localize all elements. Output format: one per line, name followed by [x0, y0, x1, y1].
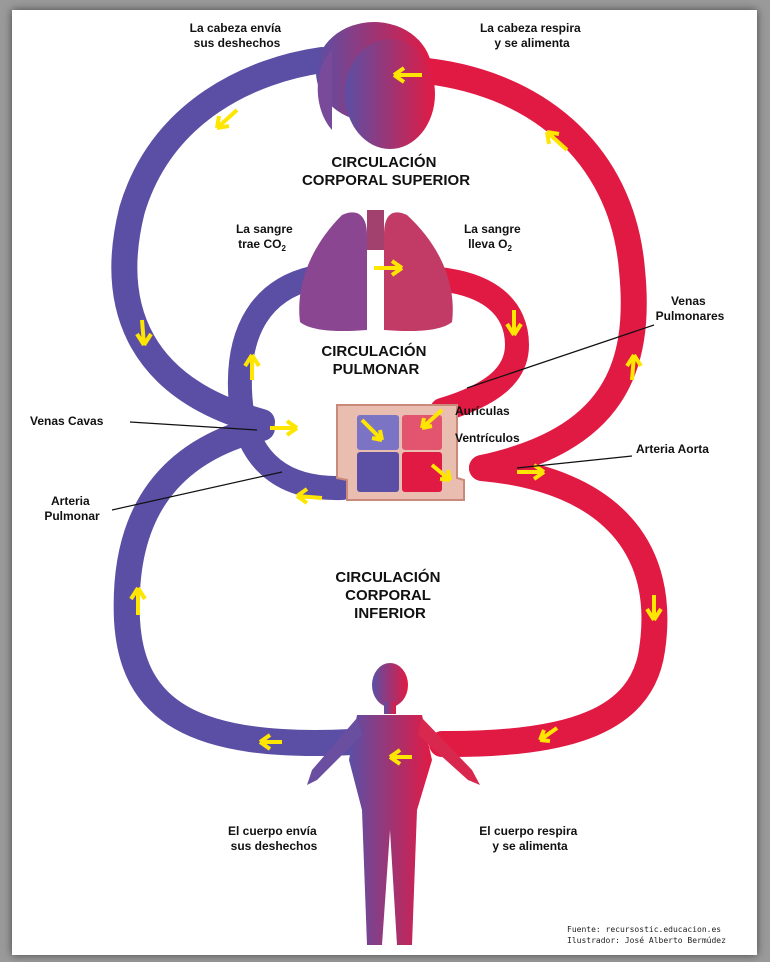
upper-circulation-title: CIRCULACIÓN CORPORAL SUPERIOR	[302, 153, 470, 189]
arrow-upper-left	[217, 110, 237, 128]
credits: Fuente: recursostic.educacion.es Ilustra…	[567, 925, 726, 945]
blood-carries-o2-label: La sangre lleva O2	[464, 222, 524, 253]
body-figure	[307, 663, 480, 945]
heart	[337, 405, 464, 500]
aorta-label: Arteria Aorta	[636, 442, 709, 456]
upper-venous-vessel	[124, 60, 322, 422]
head-figure	[316, 22, 435, 149]
left-ventricle	[402, 452, 442, 492]
body-sends-label: El cuerpo envía sus deshechos	[228, 824, 320, 853]
pulmonary-circulation-title: CIRCULACIÓN PULMONAR	[321, 342, 430, 378]
right-ventricle	[357, 452, 399, 492]
lower-arterial-vessel	[442, 468, 654, 744]
atria-label: Aurículas	[455, 404, 510, 418]
pulmonary-veins-label: Venas Pulmonares	[656, 294, 725, 323]
pulmonary-artery-label: Arteria Pulmonar	[44, 494, 100, 523]
head-sends-label: La cabeza envía sus deshechos	[190, 21, 285, 50]
lungs	[299, 210, 453, 331]
circulation-diagram: La cabeza envía sus deshechos La cabeza …	[12, 10, 757, 955]
head-breathes-label: La cabeza respira y se alimenta	[480, 21, 584, 50]
body-breathes-label: El cuerpo respira y se alimenta	[479, 824, 580, 853]
ventricles-label: Ventrículos	[455, 431, 520, 445]
lower-circulation-title: CIRCULACIÓN CORPORAL INFERIOR	[335, 568, 444, 622]
blood-brings-co2-label: La sangre trae CO2	[236, 222, 296, 253]
diagram-canvas: La cabeza envía sus deshechos La cabeza …	[12, 10, 757, 955]
vena-cava-label: Venas Cavas	[30, 414, 104, 428]
